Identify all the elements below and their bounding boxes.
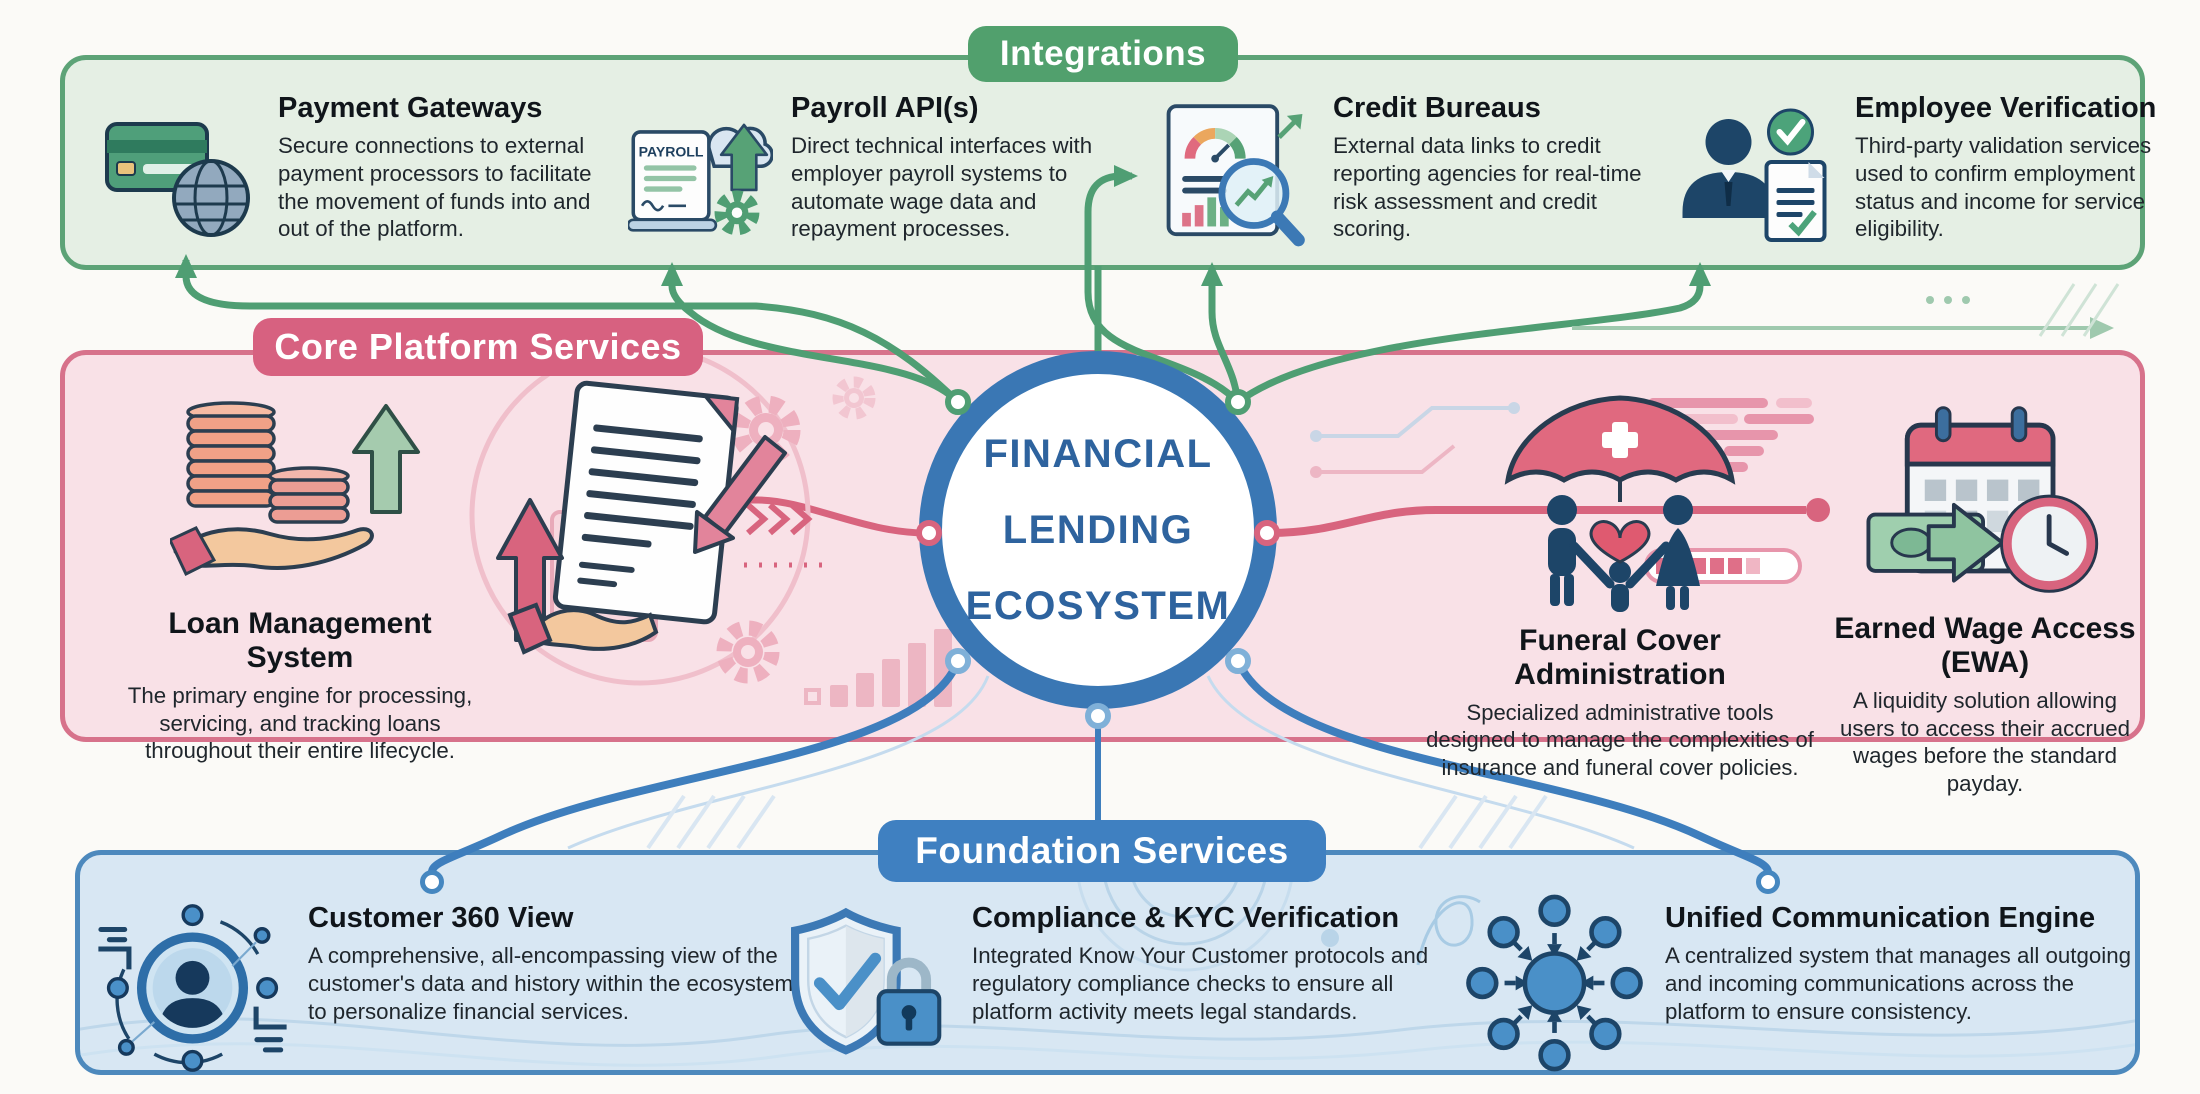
item-title: Customer 360 View [308, 902, 574, 934]
unified-communication-icon [1462, 888, 1647, 1083]
item-title: Payroll API(s) [791, 92, 979, 124]
hub-title-line: ECOSYSTEM [965, 584, 1231, 628]
foundation-item-customer-360: Customer 360 View A comprehensive, all-e… [95, 888, 815, 1093]
item-text: Unified Communication Engine A centraliz… [1665, 902, 2145, 1025]
foundation-link-node-left [420, 870, 444, 894]
item-text: Employee Verification Third-party valida… [1855, 92, 2200, 243]
compliance-kyc-icon [782, 888, 954, 1088]
green-circuit-decor [1572, 283, 2120, 339]
credit-bureaus-icon [1155, 102, 1315, 257]
item-desc: Direct technical interfaces with employe… [791, 133, 1093, 242]
hub-node-green-left [945, 389, 971, 415]
item-title: Credit Bureaus [1333, 92, 1541, 124]
hub-node-pink-right [1254, 520, 1280, 546]
item-desc: The primary engine for processing, servi… [127, 683, 473, 764]
svg-text:PAYROLL: PAYROLL [639, 144, 704, 160]
hub-node-pink-left [916, 520, 942, 546]
core-platform-banner: Core Platform Services [253, 318, 703, 376]
item-desc: External data links to credit reporting … [1333, 133, 1642, 242]
hub-title-line: FINANCIAL [983, 432, 1213, 476]
hub-title-line: LENDING [1002, 508, 1194, 552]
hub-node-blue-bottom [1085, 703, 1111, 729]
earned-wage-icon [1830, 398, 2140, 602]
item-desc: Secure connections to external payment p… [278, 133, 592, 242]
foundation-banner: Foundation Services [878, 820, 1326, 882]
blue-connectors [428, 659, 1772, 873]
integrations-banner: Integrations [968, 26, 1238, 82]
item-text: Customer 360 View A comprehensive, all-e… [308, 902, 808, 1025]
loan-management-icon [120, 392, 480, 597]
item-desc: Specialized administrative tools designe… [1426, 700, 1814, 780]
item-desc: Integrated Know Your Customer protocols … [972, 943, 1429, 1024]
foundation-item-compliance-kyc: Compliance & KYC Verification Integrated… [782, 888, 1482, 1088]
integration-item-payment-gateways: Payment Gateways Secure connections to e… [105, 92, 625, 250]
item-desc: Third-party validation services used to … [1855, 133, 2152, 242]
funeral-cover-icon [1420, 388, 1820, 614]
signed-document-illustration [496, 380, 787, 655]
item-title: Payment Gateways [278, 92, 543, 124]
item-desc: A liquidity solution allowing users to a… [1840, 688, 2130, 797]
item-text: Credit Bureaus External data links to cr… [1333, 92, 1663, 243]
foundation-link-node-right [1756, 870, 1780, 894]
item-title: Earned Wage Access (EWA) [1834, 612, 2136, 679]
ecosystem-hub: FINANCIAL LENDING ECOSYSTEM [919, 351, 1277, 709]
item-title: Employee Verification [1855, 92, 2157, 124]
hub-node-blue-left [945, 648, 971, 674]
integration-item-payroll-api: PAYROLL Payroll API(s) Direct technical … [626, 92, 1168, 255]
blue-band-decor [80, 855, 2135, 1067]
item-desc: A comprehensive, all-encompassing view o… [308, 943, 794, 1024]
item-text: Payment Gateways Secure connections to e… [278, 92, 618, 243]
core-item-earned-wage: Earned Wage Access (EWA) A liquidity sol… [1830, 398, 2140, 798]
green-connectors [175, 165, 1711, 405]
integration-item-employee-verification: Employee Verification Third-party valida… [1672, 92, 2192, 261]
item-title: Compliance & KYC Verification [972, 902, 1400, 934]
item-text: Payroll API(s) Direct technical interfac… [791, 92, 1136, 243]
payment-gateways-icon [105, 110, 260, 250]
item-title: Unified Communication Engine [1665, 902, 2096, 934]
integration-item-credit-bureaus: Credit Bureaus External data links to cr… [1155, 92, 1715, 257]
hub-node-green-right [1225, 389, 1251, 415]
item-title: Funeral Cover Administration [1514, 624, 1726, 691]
item-desc: A centralized system that manages all ou… [1665, 943, 2132, 1024]
core-item-funeral-cover: Funeral Cover Administration Specialized… [1420, 388, 1820, 781]
payroll-api-icon: PAYROLL [626, 100, 774, 255]
core-item-loan-management: Loan Management System The primary engin… [120, 392, 480, 765]
item-title: Loan Management System [168, 607, 432, 674]
item-text: Compliance & KYC Verification Integrated… [972, 902, 1472, 1025]
hub-node-blue-right [1225, 648, 1251, 674]
customer-360-icon [95, 888, 290, 1093]
employee-verification-icon [1672, 106, 1837, 261]
foundation-item-unified-communication: Unified Communication Engine A centraliz… [1462, 888, 2162, 1083]
